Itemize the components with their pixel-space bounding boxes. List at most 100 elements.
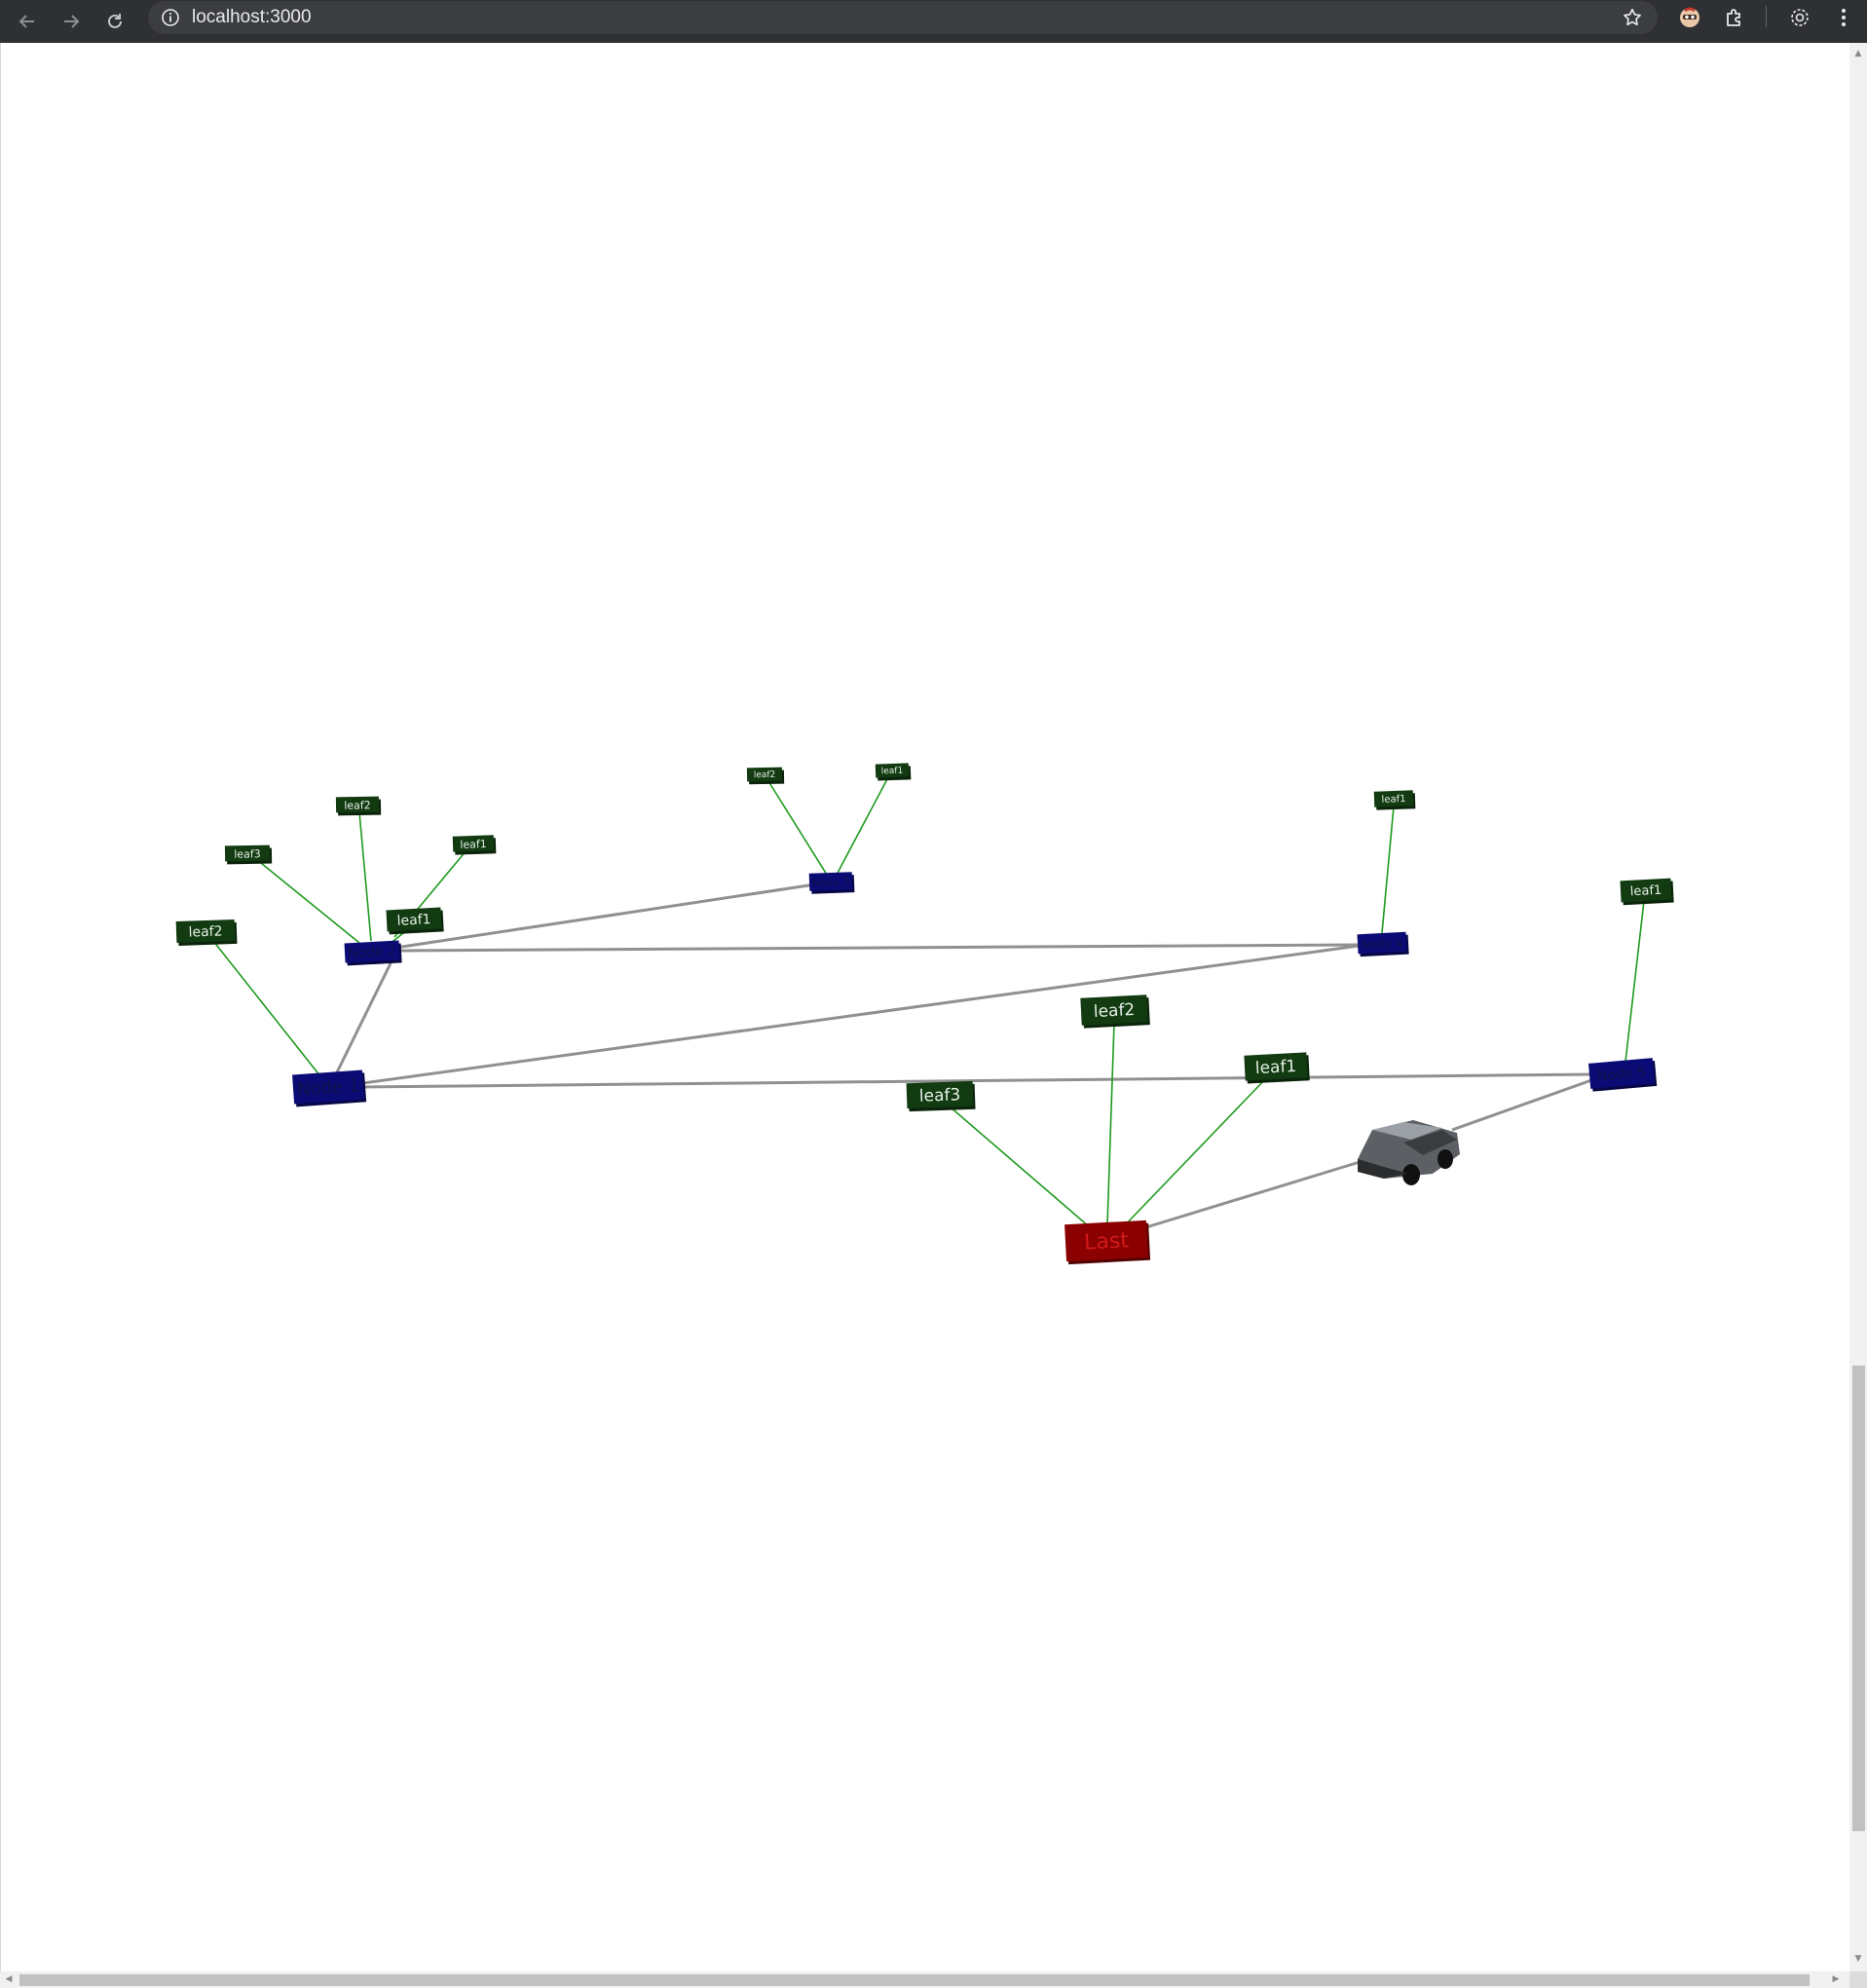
car-roof bbox=[1372, 1122, 1442, 1140]
leaf-node-box bbox=[175, 919, 236, 944]
hub-node-label: Node 3 bbox=[811, 876, 850, 889]
car-3d-model[interactable] bbox=[1358, 1120, 1460, 1185]
leaf-node-label: leaf2 bbox=[344, 799, 371, 811]
link-edge-hub-a-hub-b bbox=[334, 956, 395, 1075]
tree-edge-b-leaf3 bbox=[255, 858, 360, 944]
link-edge-hub-e-car bbox=[1451, 1072, 1609, 1132]
tree-edge-c-leaf2 bbox=[767, 780, 828, 876]
horizontal-scroll-thumb[interactable] bbox=[19, 1974, 1810, 1986]
leaf-node-a-leaf2[interactable]: leaf2 bbox=[175, 919, 238, 946]
hub-node-hub-c[interactable]: Node 3 bbox=[808, 872, 855, 894]
hub-node-hub-b[interactable]: Node 2 bbox=[344, 940, 402, 966]
last-node-last[interactable]: Last bbox=[1064, 1219, 1151, 1265]
hub-node-label: Node 1 bbox=[296, 1075, 359, 1100]
last-node-label: Last bbox=[1084, 1228, 1130, 1255]
hub-node-box bbox=[344, 940, 400, 963]
tree-edge-b-leaf2 bbox=[358, 811, 372, 942]
link-edge-hub-a-hub-e bbox=[362, 1072, 1595, 1089]
hub-node-label: Node 5 bbox=[1597, 1065, 1647, 1084]
leaf-node-label: leaf1 bbox=[1254, 1057, 1296, 1078]
leaf-node-label: leaf1 bbox=[1629, 883, 1662, 900]
leaf-node-box bbox=[906, 1080, 974, 1109]
last-node-box bbox=[1064, 1219, 1148, 1262]
leaf-node-box bbox=[224, 844, 271, 862]
leaf-node-label: leaf3 bbox=[918, 1085, 960, 1106]
profile-avatar-icon[interactable] bbox=[1675, 3, 1704, 32]
back-button[interactable] bbox=[9, 3, 46, 40]
leaf-node-label: leaf3 bbox=[234, 847, 261, 860]
arrow-right-icon bbox=[64, 15, 80, 28]
page-viewport[interactable]: Node 1 Node 2 Node 3 Node 4 Node 5 Last leaf2 l… bbox=[0, 43, 1849, 1971]
vertical-scroll-thumb[interactable] bbox=[1852, 1366, 1865, 1831]
browser-toolbar: localhost:3000 bbox=[0, 0, 1867, 43]
leaf-node-e-leaf1[interactable]: leaf1 bbox=[1620, 878, 1674, 906]
leaf-node-b-leaf2[interactable]: leaf2 bbox=[335, 796, 382, 816]
reload-icon bbox=[108, 14, 122, 28]
car-wheel-icon bbox=[1438, 1149, 1453, 1169]
bookmark-star-icon[interactable] bbox=[1621, 6, 1644, 29]
leaf-node-label: leaf1 bbox=[460, 838, 487, 851]
leaf-node-box bbox=[1620, 878, 1672, 903]
leaf-node-box bbox=[1244, 1052, 1308, 1081]
hub-node-box bbox=[808, 872, 853, 891]
hub-node-hub-d[interactable]: Node 4 bbox=[1357, 931, 1409, 957]
horizontal-scrollbar[interactable]: ◀ ▶ bbox=[0, 1971, 1849, 1988]
address-bar[interactable]: localhost:3000 bbox=[148, 1, 1658, 34]
link-edge-car-last bbox=[1145, 1160, 1361, 1229]
hub-node-label: Node 4 bbox=[1361, 936, 1402, 952]
leaf-node-d-leaf1[interactable]: leaf1 bbox=[1373, 790, 1416, 810]
leaf-node-c-leaf2[interactable]: leaf2 bbox=[746, 767, 785, 785]
tree-edge-last-leaf3 bbox=[949, 1106, 1091, 1228]
tree-edge-last-leaf1 bbox=[1122, 1076, 1268, 1228]
arrow-left-icon bbox=[19, 15, 34, 28]
tree-edge-e-leaf1 bbox=[1624, 900, 1645, 1063]
extensions-puzzle-icon[interactable] bbox=[1720, 3, 1749, 32]
scroll-up-icon[interactable]: ▲ bbox=[1854, 49, 1862, 58]
scroll-down-icon[interactable]: ▼ bbox=[1854, 1954, 1862, 1964]
reload-button[interactable] bbox=[96, 3, 133, 40]
url-text[interactable]: localhost:3000 bbox=[192, 7, 312, 27]
leaf-node-last-leaf2[interactable]: leaf2 bbox=[1080, 994, 1150, 1029]
leaf-node-last-leaf3[interactable]: leaf3 bbox=[906, 1080, 976, 1112]
link-edge-hub-a-hub-d bbox=[362, 944, 1360, 1085]
info-icon[interactable] bbox=[160, 7, 181, 28]
car-side bbox=[1358, 1159, 1408, 1179]
hub-node-hub-a[interactable]: Node 1 bbox=[292, 1069, 367, 1107]
settings-gear-icon[interactable] bbox=[1785, 3, 1814, 32]
tree-edge-last-leaf2 bbox=[1106, 1022, 1115, 1226]
tree-edge-c-leaf1 bbox=[836, 776, 889, 876]
hub-node-box bbox=[1587, 1058, 1656, 1089]
leaf-node-b-leaf3[interactable]: leaf3 bbox=[224, 844, 273, 865]
tree-edge-d-leaf1 bbox=[1381, 806, 1395, 934]
hub-node-hub-e[interactable]: Node 5 bbox=[1587, 1058, 1658, 1092]
scroll-right-icon[interactable]: ▶ bbox=[1832, 1974, 1840, 1984]
leaf-node-box bbox=[1080, 994, 1148, 1026]
link-edge-hub-b-hub-d bbox=[397, 943, 1360, 953]
link-edge-hub-b-hub-c bbox=[394, 882, 816, 950]
leaf-node-box bbox=[1373, 790, 1414, 807]
leaf-node-c-leaf1[interactable]: leaf1 bbox=[875, 763, 912, 781]
leaf-node-last-leaf1[interactable]: leaf1 bbox=[1244, 1052, 1310, 1084]
leaf-node-label: leaf2 bbox=[754, 770, 776, 780]
menu-dots-icon[interactable] bbox=[1829, 3, 1858, 32]
vertical-scrollbar[interactable]: ▲ ▼ bbox=[1849, 43, 1867, 1971]
hub-node-box bbox=[1357, 931, 1407, 955]
leaf-node-b-leaf1[interactable]: leaf1 bbox=[452, 835, 497, 855]
tree-edge-a-leaf2 bbox=[212, 940, 321, 1077]
graph-canvas[interactable]: Node 1 Node 2 Node 3 Node 4 Node 5 Last leaf2 l… bbox=[1, 43, 1849, 1971]
leaf-node-label: leaf1 bbox=[396, 912, 431, 929]
car-windshield bbox=[1403, 1130, 1457, 1155]
leaf-node-a-leaf1-near[interactable]: leaf1 bbox=[386, 907, 444, 935]
hub-node-label: Node 2 bbox=[348, 944, 397, 962]
leaf-node-box bbox=[386, 907, 442, 932]
car-wheel-icon bbox=[1402, 1164, 1420, 1185]
scroll-left-icon[interactable]: ◀ bbox=[5, 1974, 13, 1984]
scrollbar-corner bbox=[1849, 1971, 1867, 1988]
leaf-node-box bbox=[335, 796, 380, 813]
leaf-node-label: leaf2 bbox=[188, 923, 222, 940]
leaf-node-box bbox=[452, 835, 495, 852]
leaf-node-box bbox=[875, 763, 910, 778]
toolbar-divider bbox=[1766, 6, 1767, 27]
forward-button[interactable] bbox=[53, 3, 90, 40]
leaf-node-label: leaf1 bbox=[1381, 794, 1405, 806]
